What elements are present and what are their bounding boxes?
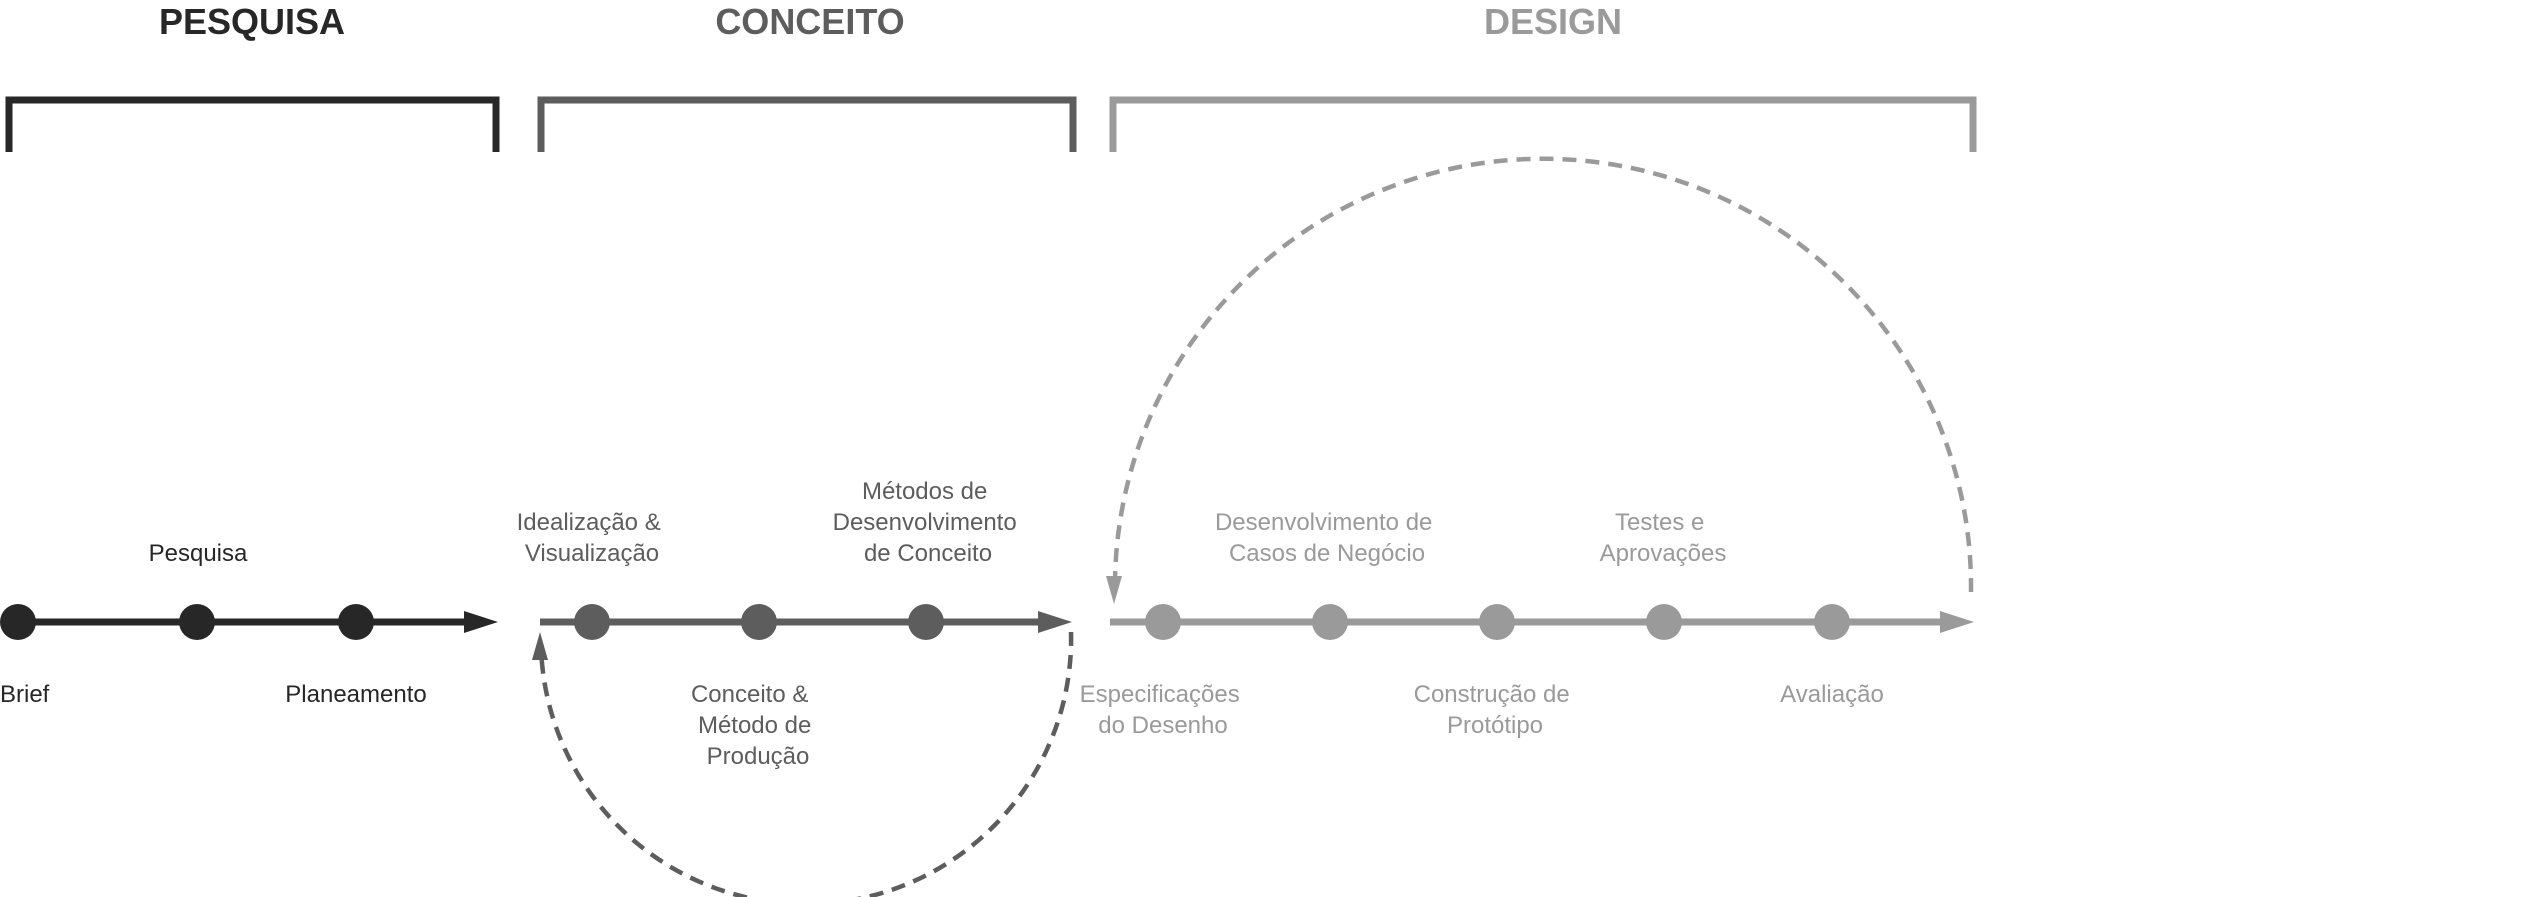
node-especificacoes xyxy=(1145,604,1181,640)
label-prototipo-line-1: Construção de xyxy=(1414,681,1570,708)
node-pesquisa xyxy=(179,604,215,640)
label-conceito-metodo: Conceito & Método de Produção xyxy=(691,681,818,770)
label-metodos: Métodos de Desenvolvimento de Conceito xyxy=(833,478,1024,567)
node-planeamento xyxy=(338,604,374,640)
label-testes: Testes e Aprovações xyxy=(1600,509,1727,567)
node-conceito-metodo xyxy=(741,604,777,640)
bracket-pesquisa xyxy=(5,96,500,152)
label-metodos-line-3: de Conceito xyxy=(864,540,992,567)
phase-title-conceito: CONCEITO xyxy=(715,1,904,42)
label-metodos-line-2: Desenvolvimento xyxy=(833,509,1017,536)
label-prototipo-line-2: Protótipo xyxy=(1447,712,1543,739)
label-avaliacao: Avaliação xyxy=(1780,681,1884,708)
node-brief xyxy=(0,604,36,640)
label-conceito-metodo-line-2: Método de xyxy=(698,712,811,739)
arrowhead-conceito xyxy=(1038,611,1072,633)
bracket-conceito xyxy=(537,96,1077,152)
label-idealizacao-line-1: Idealização & xyxy=(517,509,661,536)
loop-arrow-design xyxy=(1106,156,1974,604)
label-pesquisa: Pesquisa xyxy=(149,540,248,567)
node-metodos xyxy=(908,604,944,640)
loop-arrowhead-conceito xyxy=(532,632,548,660)
phase-title-design: DESIGN xyxy=(1484,1,1622,42)
label-conceito-metodo-line-1: Conceito & xyxy=(691,681,808,708)
label-especificacoes-line-1: Especificações xyxy=(1080,681,1240,708)
node-testes xyxy=(1646,604,1682,640)
label-metodos-line-1: Métodos de xyxy=(862,478,987,505)
label-idealizacao: Idealização & Visualização xyxy=(517,509,668,567)
loop-arrow-conceito xyxy=(532,631,1074,897)
phase-title-pesquisa: PESQUISA xyxy=(159,1,345,42)
node-prototipo xyxy=(1479,604,1515,640)
node-avaliacao xyxy=(1814,604,1850,640)
label-especificacoes: Especificações do Desenho xyxy=(1080,681,1247,739)
label-brief: Brief xyxy=(0,681,50,708)
label-casos-line-2: Casos de Negócio xyxy=(1229,540,1425,567)
bracket-design xyxy=(1109,96,1977,152)
timeline-conceito xyxy=(540,604,1072,640)
label-testes-line-2: Aprovações xyxy=(1600,540,1727,567)
label-casos-line-1: Desenvolvimento de xyxy=(1215,509,1432,536)
label-conceito-metodo-line-3: Produção xyxy=(707,743,810,770)
label-casos: Desenvolvimento de Casos de Negócio xyxy=(1215,509,1439,567)
node-casos xyxy=(1312,604,1348,640)
arrowhead-design xyxy=(1940,611,1974,633)
timeline-pesquisa xyxy=(0,604,498,640)
label-idealizacao-line-2: Visualização xyxy=(525,540,659,567)
label-prototipo: Construção de Protótipo xyxy=(1414,681,1577,739)
node-idealizacao xyxy=(574,604,610,640)
timeline-design xyxy=(1110,604,1974,640)
label-testes-line-1: Testes e xyxy=(1615,509,1704,536)
label-especificacoes-line-2: do Desenho xyxy=(1098,712,1227,739)
loop-arrowhead-design xyxy=(1106,576,1122,604)
arrowhead-pesquisa xyxy=(464,611,498,633)
label-planeamento: Planeamento xyxy=(285,681,426,708)
